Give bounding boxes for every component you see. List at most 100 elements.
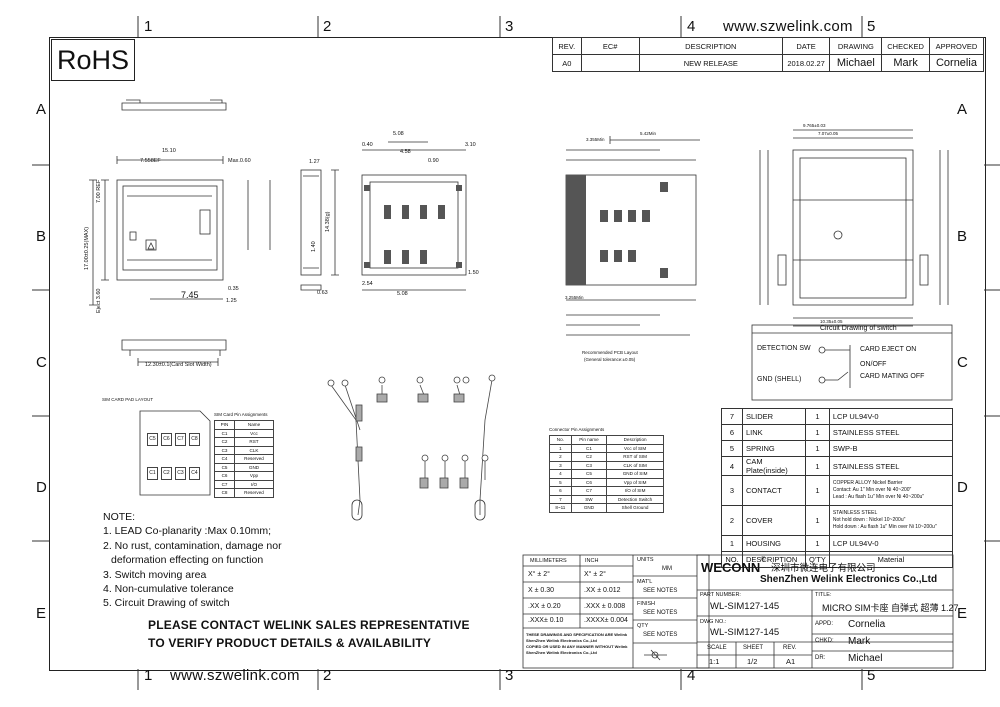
bom-material: STAINLESS STEEL [828, 424, 954, 441]
bom-material: LCP UL94V-0 [828, 535, 954, 552]
zone-row-b: B [36, 228, 47, 245]
sim-pad-c4: C4 [189, 467, 200, 480]
connector-cell: 2 [549, 452, 572, 462]
revision-table: REV. EC# DESCRIPTION DATE DRAWING CHECKE… [552, 37, 985, 72]
tol-inch-1: .XX ± 0.012 [584, 587, 621, 594]
sim-pin-cell: C3 [213, 445, 236, 455]
dim-14-38: 14.38(g) [325, 211, 331, 233]
dim-card-slot: 12.30±0.1(Card Slot Width) [145, 362, 212, 368]
bom-material: STAINLESS STEEL Not hold down : Nickel 1… [828, 505, 954, 536]
tol-footnote: THESE DRAWINGS AND SPECIFICATION ARE Wel… [526, 632, 628, 656]
sim-pad-title: SIM CARD PAD LAYOUT [102, 397, 154, 402]
title-label: TITLE: [815, 592, 832, 598]
drawing-frame [49, 37, 986, 671]
detection-sw-label: DETECTION SW [757, 345, 811, 352]
company-name-cn: 深圳市微连电子有限公司 [771, 563, 876, 574]
connector-header: Description [606, 435, 664, 445]
sim-pad-c7: C7 [175, 433, 186, 446]
connector-cell: SW [570, 494, 608, 504]
dim-5-08-bottom: 5.08 [397, 291, 408, 297]
dim-17-00: 17.00±0.25(MAX) [84, 226, 90, 270]
pcb-layout-subtitle: (General tolerance:±0.05) [584, 357, 636, 362]
sim-pin-cell: C7 [213, 479, 236, 489]
zone-col-5: 5 [867, 18, 876, 35]
tol-mm-1: X ± 0.30 [528, 587, 555, 594]
bom-material: COPPER ALLOY Nickel Barrier Contact: Au … [828, 475, 954, 506]
zone-row-e: E [36, 605, 47, 622]
bom-no: 5 [721, 440, 743, 457]
zone-row-b-right: B [957, 228, 968, 245]
dim-0-40: 0.40 [362, 142, 373, 148]
bom-no: 4 [721, 456, 743, 476]
sheet-label: SHEET [743, 645, 764, 651]
pcb-layout-title: Recommended PCB Layout [582, 350, 638, 355]
dim-0-35: 0.35 [228, 286, 239, 292]
switch-circuit-title: Circuit Drawing of switch [820, 325, 897, 332]
zone-row-d: D [36, 479, 47, 496]
connector-cell: C5 [570, 469, 608, 479]
dr-label: DR: [815, 655, 826, 661]
appd-value: Cornelia [848, 619, 886, 630]
chkd-label: CHKD: [815, 638, 834, 644]
bom-description: SPRING [742, 440, 806, 457]
drawing-title: MICRO SIM卡座 自弹式 超薄 1.27 [822, 603, 959, 613]
tol-inch-3: .XXXX± 0.004 [584, 617, 628, 624]
rohs-label: RoHS [51, 39, 135, 81]
zone-row-e-right: E [957, 605, 968, 622]
dim-7-45: 7.45 [181, 290, 199, 300]
bom-header-material: Material [828, 551, 954, 568]
dim-5-08: 5.08 [393, 131, 404, 137]
connector-cell: Vpp of SIM [606, 477, 664, 487]
dim-2-54: 2.54 [362, 281, 373, 287]
part-number-label: PART NUMBER: [700, 592, 741, 598]
tol-footnote-line: THESE DRAWINGS AND SPECIFICATION ARE Wel… [526, 632, 628, 637]
dwg-no: WL-SIM127-145 [710, 627, 780, 638]
sim-pad-c2: C2 [161, 467, 172, 480]
dim-7-00-ref: 7.00 REF [96, 179, 102, 203]
chkd-value: Mark [848, 636, 871, 647]
connector-cell: 7 [549, 494, 572, 504]
part-number: WL-SIM127-145 [710, 601, 780, 612]
rev-label: REV. [783, 645, 797, 651]
zone-col-1: 1 [144, 18, 153, 35]
connector-cell: Shell Ground [606, 503, 664, 513]
sim-pin-cell: C2 [213, 437, 236, 447]
dim-eject: Eject 3.60 [96, 288, 102, 313]
dim-1-27: 1.27 [309, 159, 320, 165]
contact-notice-line-2: TO VERIFY PRODUCT DETAILS & AVAILABILITY [148, 636, 432, 650]
zone-row-c: C [36, 354, 47, 371]
sim-pin-table-title: SIM Card Pin Assignments [214, 412, 268, 417]
on-off-label: ON/OFF [860, 361, 887, 368]
rev-ec [580, 54, 640, 72]
bom-description: CONTACT [742, 475, 806, 506]
rev-approved: Cornelia [928, 54, 985, 72]
company-logo: WECONN [701, 560, 761, 575]
sim-pin-cell: Reserved [234, 454, 274, 464]
website-top: www.szwelink.com [723, 18, 853, 35]
connector-table-title: Connector Pin Assignments [549, 427, 605, 432]
zone-col-1-bottom: 1 [144, 667, 153, 684]
connector-cell: 6 [549, 486, 572, 496]
sim-pin-cell: Reserved [234, 488, 274, 498]
bom-material: STAINLESS STEEL [828, 456, 954, 476]
dim-3-355: 3.355Min [586, 137, 605, 142]
zone-col-4-bottom: 4 [687, 667, 696, 684]
bom-qty: 1 [805, 440, 830, 457]
note-2-cont: deformation effecting on function [111, 554, 264, 567]
tol-footnote-line: ShenZhen Welink Electronics Co.,Ltd [526, 650, 597, 655]
tol-mm-header: MILLIMETERS [530, 558, 567, 564]
tol-inch-2: .XXX ± 0.008 [584, 603, 626, 610]
tol-inch-header: INCH [585, 558, 599, 564]
qty-label: QTY [637, 623, 649, 629]
contact-notice-line-1: PLEASE CONTACT WELINK SALES REPRESENTATI… [148, 618, 470, 632]
sim-pad-c6: C6 [161, 433, 172, 446]
notes-title: NOTE: [103, 511, 136, 523]
connector-cell: 3 [549, 460, 572, 470]
zone-col-5-bottom: 5 [867, 667, 876, 684]
sim-pad-c8: C8 [189, 433, 200, 446]
bom-qty: 1 [805, 456, 830, 476]
sim-pin-cell: C6 [213, 471, 236, 481]
connector-header: No. [549, 435, 572, 445]
